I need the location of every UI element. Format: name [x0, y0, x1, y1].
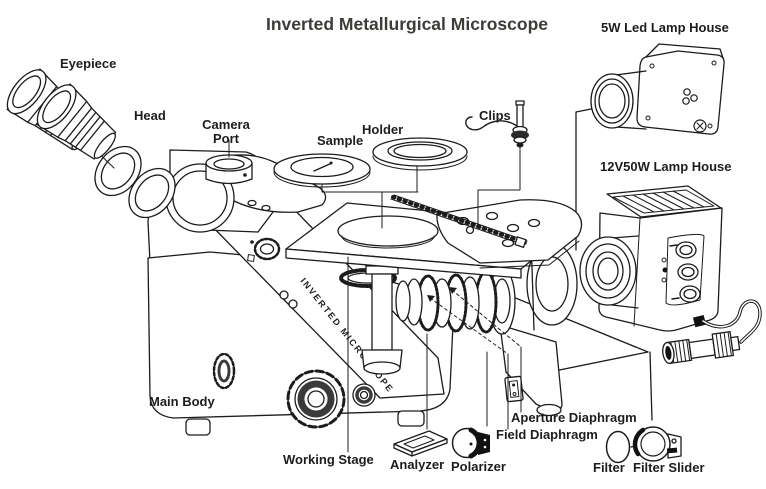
holder-drawing: [372, 137, 468, 171]
power-switch: [504, 375, 524, 403]
power-cable: [701, 299, 762, 344]
stage-part-leader-lines: [321, 146, 521, 229]
label-holder: Holder: [362, 122, 404, 137]
analyzer-drawing: [393, 430, 448, 457]
label-camera-port: Camera Port: [194, 118, 258, 146]
label-polarizer: Polarizer: [451, 459, 506, 474]
label-analyzer: Analyzer: [390, 457, 445, 472]
label-aperture-diaphragm: Aperture Diaphragm: [511, 410, 637, 425]
label-camera-port-line1: Camera: [202, 117, 250, 132]
label-filter-slider: Filter Slider: [633, 460, 705, 475]
focus-knob-large: [286, 369, 346, 429]
label-eyepiece: Eyepiece: [60, 56, 117, 71]
label-head: Head: [134, 108, 166, 123]
label-field-diaphragm: Field Diaphragm: [496, 427, 598, 442]
right-support-leg: [499, 324, 563, 417]
polarizer-drawing: [451, 427, 490, 459]
label-main-body: Main Body: [149, 394, 215, 409]
label-led-lamp-house: 5W Led Lamp House: [601, 20, 729, 35]
label-filter: Filter: [593, 460, 625, 475]
label-halogen-lamp-house: 12V50W Lamp House: [600, 159, 732, 174]
filter-drawing: [605, 430, 638, 464]
stage-column: [361, 265, 403, 375]
label-camera-port-line2: Port: [213, 131, 239, 146]
label-clips: Clips: [479, 108, 511, 123]
led-lamp-house-drawing: [590, 43, 725, 135]
side-knob-small: [352, 383, 376, 407]
eyepiece-drawing: [6, 68, 117, 160]
diaphragm-leader-lines: [427, 287, 522, 430]
page-title: Inverted Metallurgical Microscope: [265, 14, 549, 34]
label-sample: Sample: [317, 133, 364, 148]
condenser-rings: [395, 267, 516, 335]
eyepiece-sockets: [94, 145, 176, 219]
focus-knob-left: [212, 352, 236, 390]
clips-drawing: [465, 100, 529, 148]
back-illuminator-port: [526, 242, 578, 326]
cable-connector-drawing: [662, 331, 741, 365]
camera-port-drawing: [205, 154, 253, 185]
label-working-stage: Working Stage: [283, 452, 374, 467]
filter-slider-drawing: [632, 426, 682, 462]
halogen-lamp-house-drawing: [579, 185, 723, 332]
adjustment-knob-top: [247, 237, 281, 262]
stage-rail: [390, 194, 528, 248]
